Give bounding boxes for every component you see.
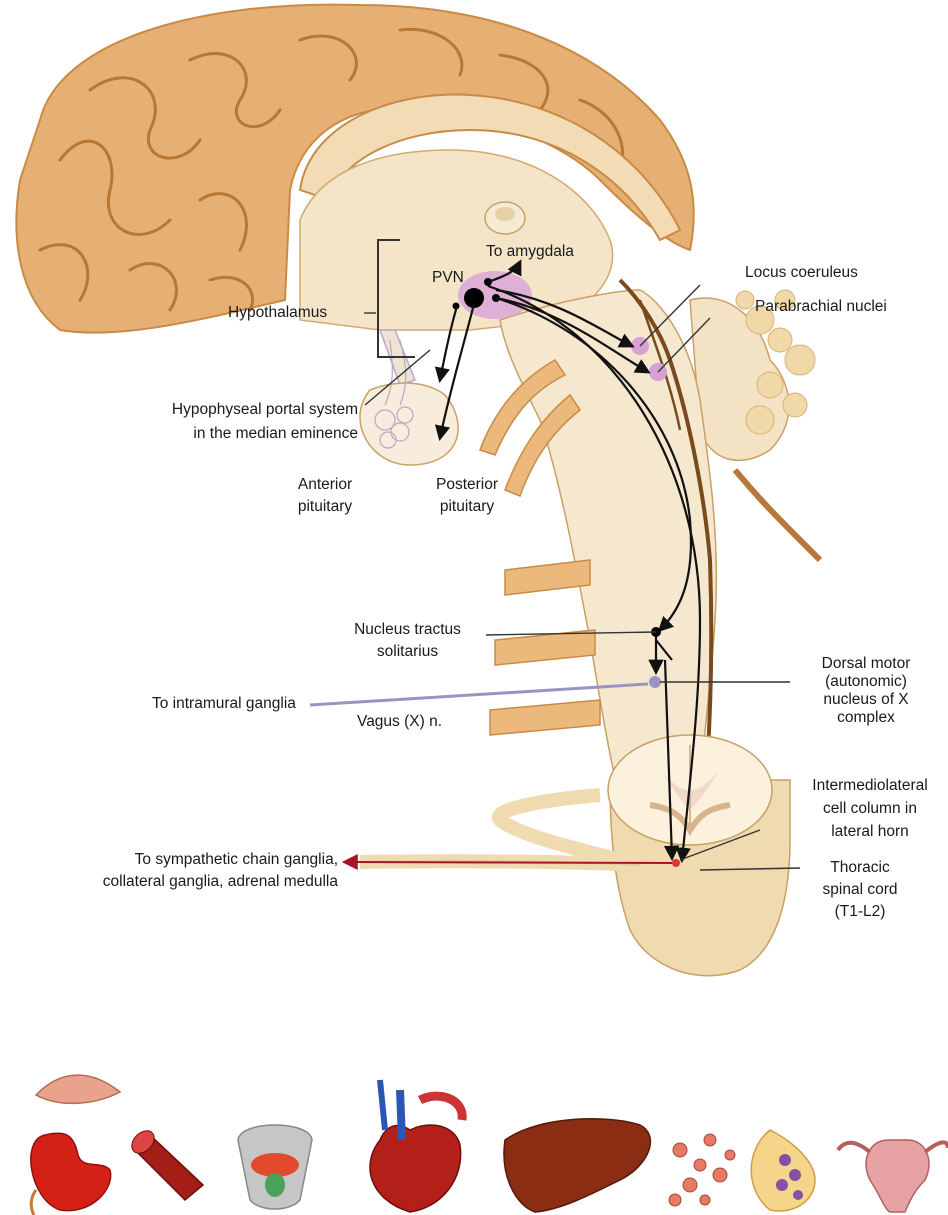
label-thoracic-line3: (T1-L2): [790, 902, 930, 921]
label-parabrachial-nuclei: Parabrachial nuclei: [755, 297, 887, 316]
iml-nucleus: [672, 859, 680, 867]
dorsal-motor-nucleus: [649, 676, 661, 688]
label-sympathetic-line1: To sympathetic chain ganglia,: [20, 850, 338, 869]
label-thoracic-line1: Thoracic: [790, 858, 930, 877]
label-anterior-line2: pituitary: [280, 497, 370, 516]
mammary-gland-icon: [751, 1130, 815, 1211]
label-thoracic-line2: spinal cord: [790, 880, 930, 899]
commissure-core: [495, 207, 515, 221]
spinal-cord-section: [608, 735, 790, 976]
label-locus-coeruleus: Locus coeruleus: [745, 263, 858, 282]
thyroid-icon: [36, 1075, 120, 1103]
label-hypothalamus: Hypothalamus: [228, 303, 327, 322]
label-iml-line2: cell column in: [795, 799, 945, 818]
label-to-intramural-ganglia: To intramural ganglia: [152, 694, 296, 713]
label-to-amygdala: To amygdala: [486, 242, 574, 261]
liver-icon: [504, 1119, 650, 1212]
sympathetic-nerve-bundle: [360, 795, 640, 865]
label-dorsal-line1: Dorsal motor: [796, 654, 936, 673]
label-dorsal-line4: complex: [796, 708, 936, 727]
uterus-icon: [838, 1140, 948, 1212]
sympathetic-outflow-line: [345, 862, 676, 863]
label-hypophyseal-line2: in the median eminence: [100, 424, 358, 443]
dura-line: [735, 470, 820, 560]
label-posterior-line1: Posterior: [422, 475, 512, 494]
label-sympathetic-line2: collateral ganglia, adrenal medulla: [20, 872, 338, 891]
adipose-cells-icon: [669, 1134, 735, 1206]
label-posterior-line2: pituitary: [422, 497, 512, 516]
label-iml-line1: Intermediolateral: [795, 776, 945, 795]
label-nts-line2: solitarius: [330, 642, 485, 661]
kidney-icon: [31, 1133, 111, 1210]
label-vagus: Vagus (X) n.: [357, 712, 442, 731]
label-anterior-line1: Anterior: [280, 475, 370, 494]
brainstem-model-icon: [238, 1125, 312, 1209]
organ-row: [31, 1075, 948, 1215]
label-nts-line1: Nucleus tractus: [330, 620, 485, 639]
label-dorsal-line2: (autonomic): [796, 672, 936, 691]
label-pvn: PVN: [432, 268, 464, 287]
blood-vessel-icon: [127, 1126, 203, 1200]
heart-icon: [370, 1080, 462, 1212]
label-dorsal-line3: nucleus of X: [796, 690, 936, 709]
label-iml-line3: lateral horn: [795, 822, 945, 841]
label-hypophyseal-line1: Hypophyseal portal system: [100, 400, 358, 419]
